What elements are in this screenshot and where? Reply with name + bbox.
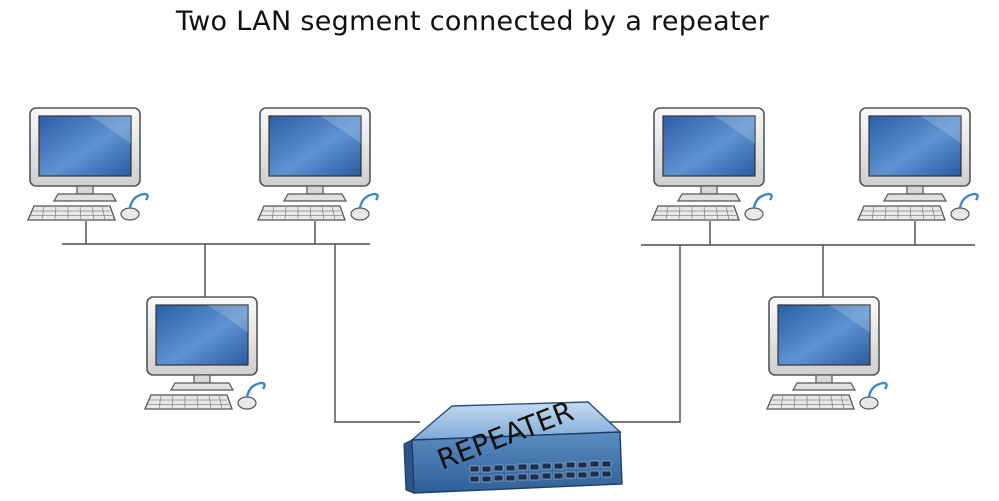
computer-right-1 bbox=[650, 106, 773, 222]
left-to-repeater-cable bbox=[334, 244, 420, 423]
repeater-ports bbox=[469, 460, 612, 483]
computer-right-2 bbox=[856, 106, 979, 222]
computer-left-1 bbox=[26, 106, 149, 222]
right-to-repeater-cable bbox=[596, 245, 681, 423]
computer-left-2 bbox=[256, 106, 379, 222]
diagram-title: Two LAN segment connected by a repeater bbox=[175, 6, 770, 37]
computer-right-3 bbox=[765, 295, 888, 411]
computer-left-3 bbox=[143, 295, 266, 411]
repeater-device: REPEATER bbox=[403, 394, 623, 494]
